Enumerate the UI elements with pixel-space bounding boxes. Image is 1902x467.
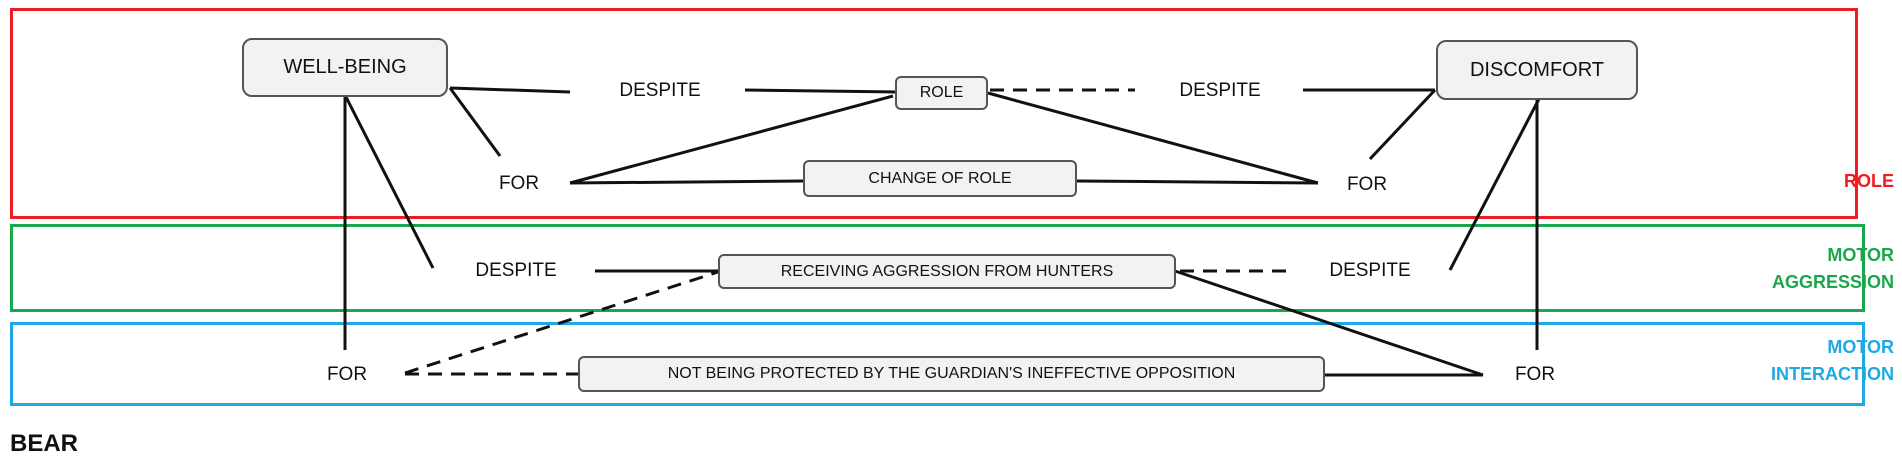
despite-connector-top-right: DESPITE	[1179, 80, 1261, 101]
motor-interaction-region	[10, 322, 1865, 406]
line-wellbeing-for-role	[448, 87, 502, 157]
role-node: ROLE	[895, 76, 988, 110]
line-for-discomfort	[1368, 88, 1437, 161]
receiving-aggression-node: RECEIVING AGGRESSION FROM HUNTERS	[718, 254, 1176, 289]
dashed-for-aggression	[404, 270, 719, 375]
for-connector-bottom-right: FOR	[1514, 364, 1556, 385]
change-of-role-node: CHANGE OF ROLE	[803, 160, 1077, 197]
line-for-change-role-left	[569, 179, 804, 185]
motor-aggression-label-line2: AGGRESSION	[1771, 272, 1894, 292]
motor-interaction-label-line2: INTERACTION	[1771, 364, 1894, 384]
for-connector-role-left: FOR	[498, 173, 540, 194]
line-wellbeing-despite-top	[449, 86, 571, 94]
line-change-role-for-right	[1076, 179, 1319, 185]
role-region	[10, 8, 1858, 219]
line-role-for-right	[987, 91, 1319, 185]
not-protected-node: NOT BEING PROTECTED BY THE GUARDIAN'S IN…	[578, 356, 1325, 392]
motor-aggression-region-label: MOTOR AGGRESSION	[1772, 242, 1894, 296]
line-aggression-for-right	[1174, 269, 1484, 377]
species-label: BEAR	[10, 430, 79, 457]
motor-interaction-label-line1: MOTOR	[1827, 337, 1894, 357]
for-connector-bottom-left: FOR	[326, 364, 368, 385]
line-for-role-left	[569, 94, 894, 185]
for-connector-role-right: FOR	[1346, 174, 1388, 195]
despite-connector-top-left: DESPITE	[619, 80, 701, 101]
line-despite-mid-discomfort	[1448, 96, 1542, 271]
role-region-label: ROLE	[1843, 171, 1894, 191]
line-despite-role	[744, 88, 896, 94]
well-being-node: WELL-BEING	[242, 38, 448, 97]
motor-interaction-region-label: MOTOR INTERACTION	[1771, 334, 1894, 388]
motor-aggression-region	[10, 224, 1865, 312]
despite-connector-mid-right: DESPITE	[1329, 260, 1411, 281]
discomfort-node: DISCOMFORT	[1436, 40, 1638, 100]
motor-aggression-label-line1: MOTOR	[1827, 245, 1894, 265]
despite-connector-mid-left: DESPITE	[475, 260, 557, 281]
line-wellbeing-despite-mid	[343, 94, 435, 269]
